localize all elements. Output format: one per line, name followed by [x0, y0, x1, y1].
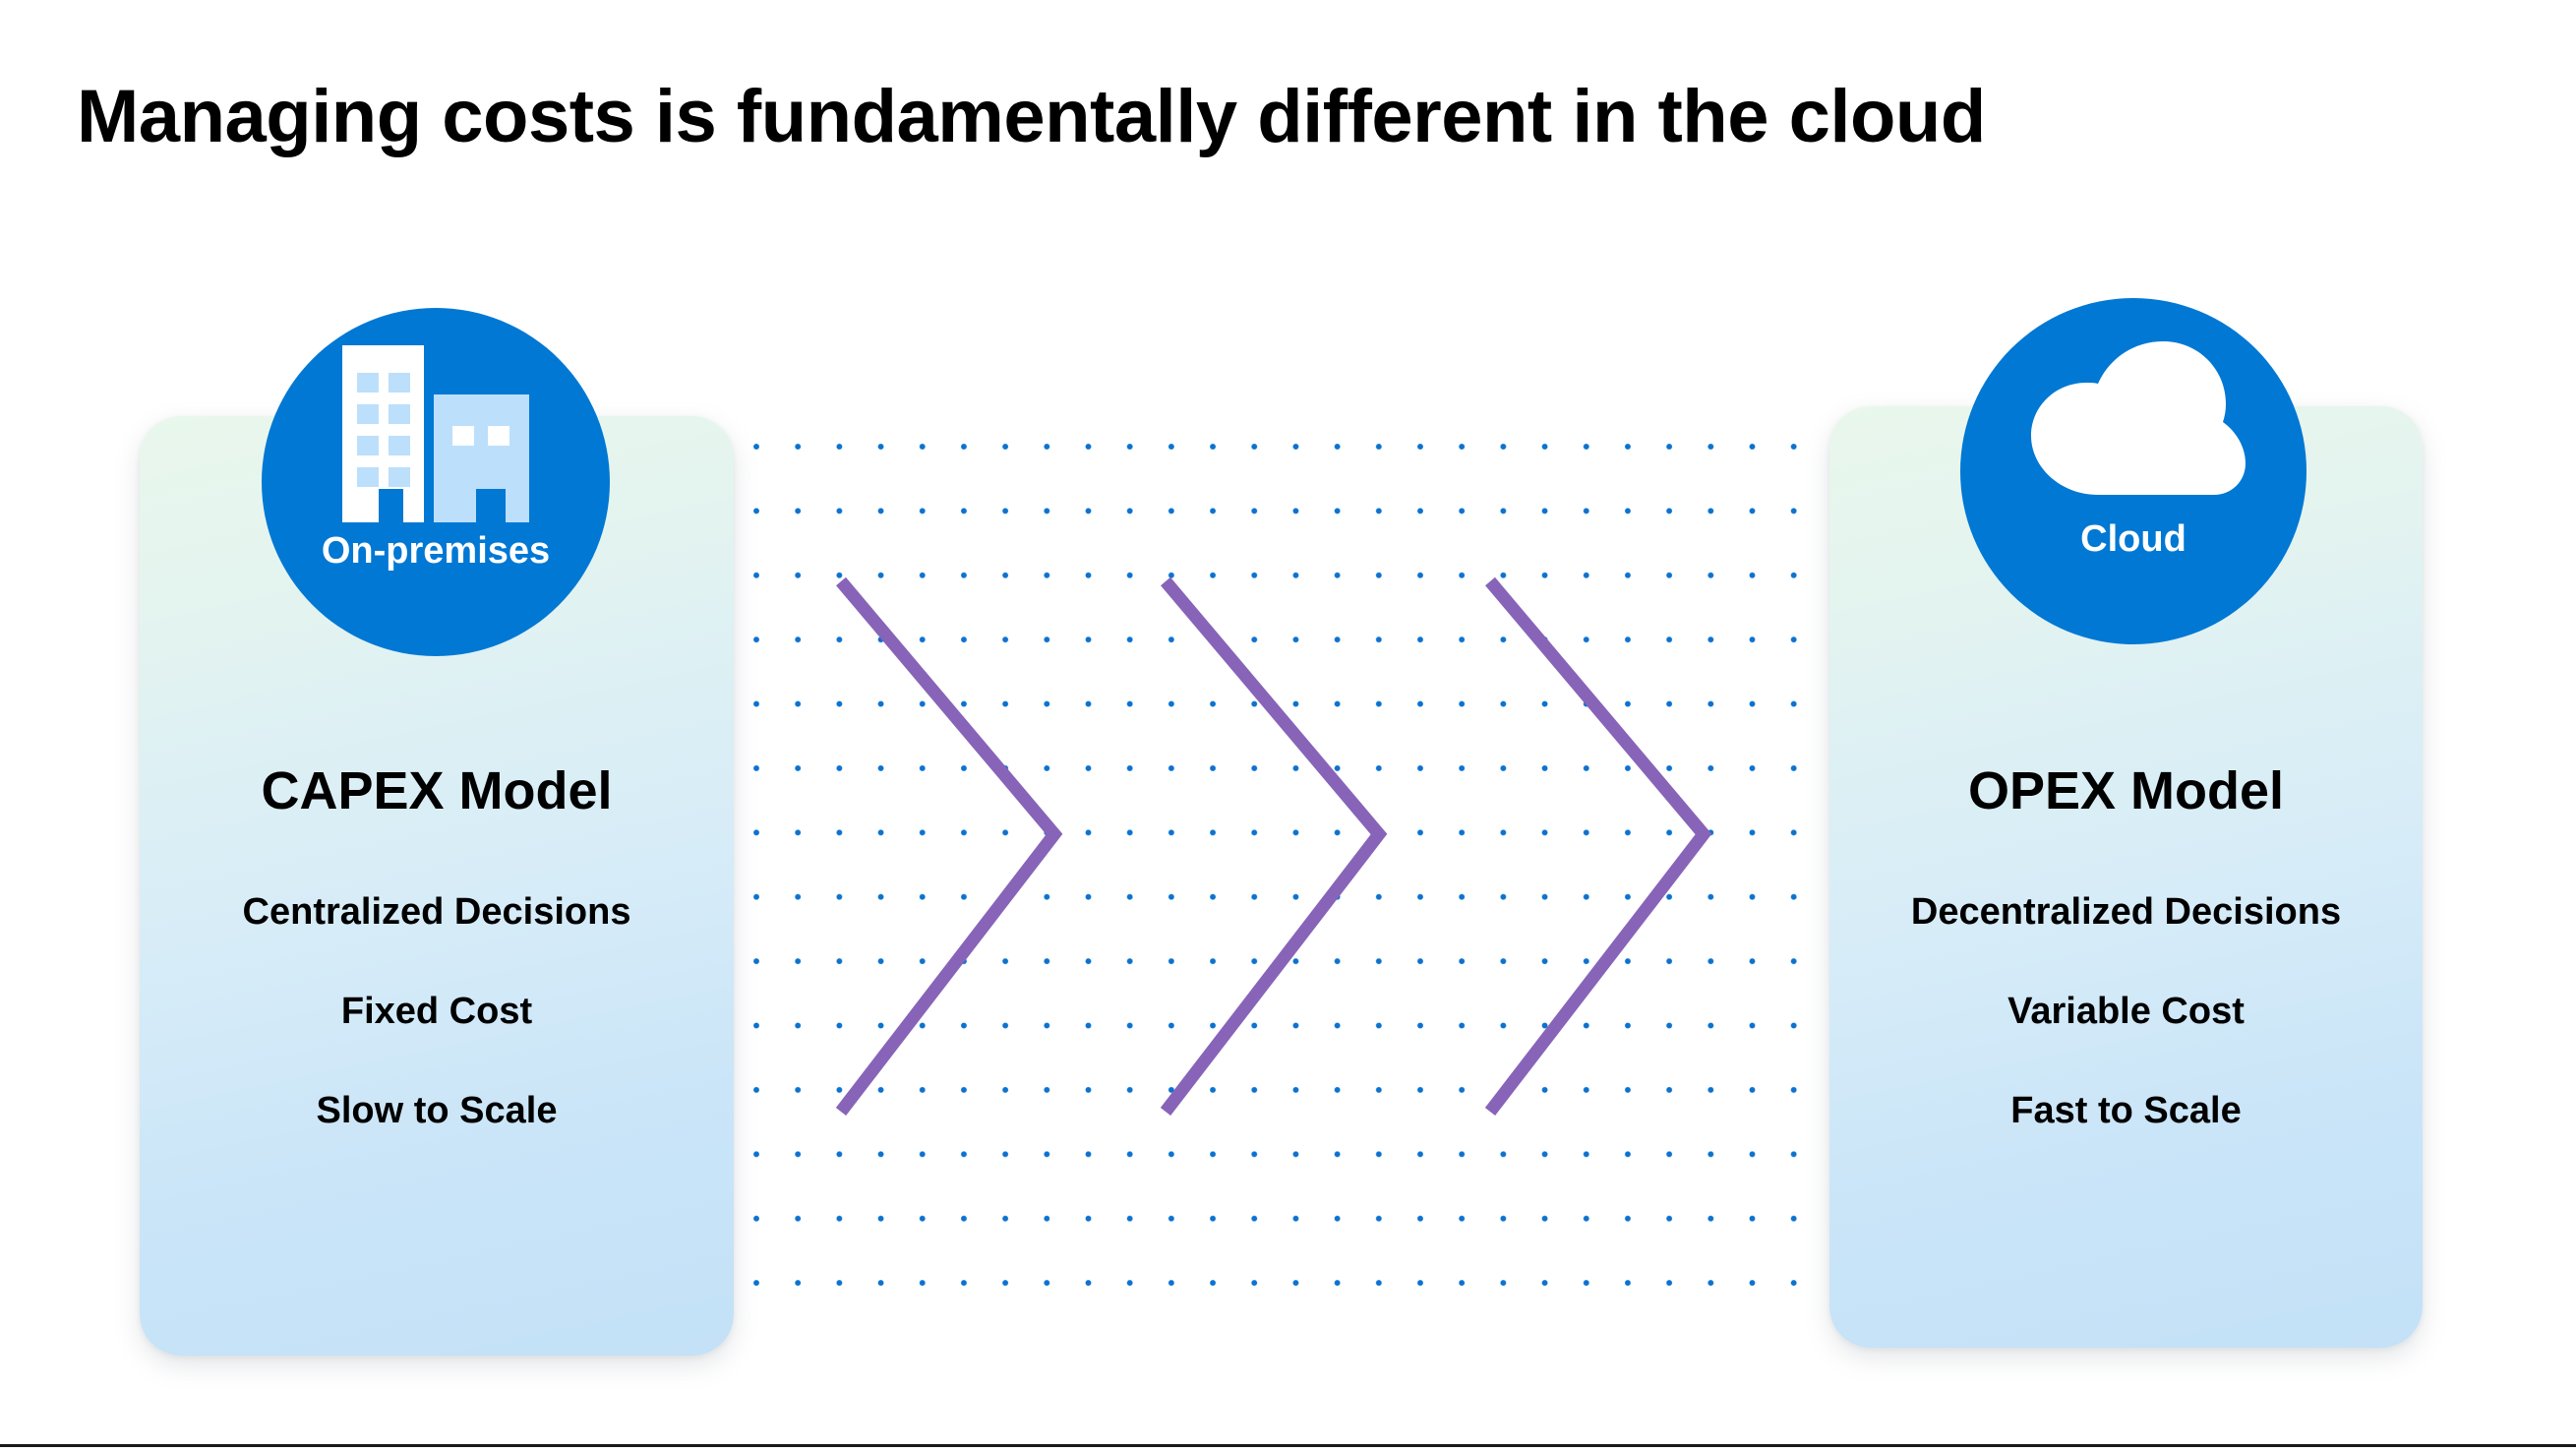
on-premises-badge-label: On-premises: [321, 530, 551, 572]
dot-grid-pattern: [753, 444, 1812, 1309]
office-building-icon: [332, 345, 539, 527]
list-item: Fast to Scale: [2010, 1090, 2242, 1131]
cloud-card[interactable]: OPEX Model Decentralized Decisions Varia…: [1829, 406, 2423, 1348]
list-item: Centralized Decisions: [242, 891, 631, 933]
bottom-divider: [0, 1444, 2576, 1447]
cloud-badge-label: Cloud: [2080, 518, 2187, 560]
list-item: Slow to Scale: [316, 1090, 558, 1131]
list-item: Fixed Cost: [340, 991, 533, 1032]
cloud-attribute-list: Decentralized Decisions Variable Cost Fa…: [1829, 893, 2423, 1191]
page-title: Managing costs is fundamentally differen…: [77, 75, 1986, 158]
on-premises-card-title: CAPEX Model: [261, 761, 613, 820]
cloud-badge[interactable]: Cloud: [1960, 298, 2306, 644]
list-item: Decentralized Decisions: [1910, 891, 2342, 933]
list-item: Variable Cost: [2007, 991, 2245, 1032]
on-premises-attribute-list: Centralized Decisions Fixed Cost Slow to…: [140, 893, 734, 1191]
cloud-icon: [2021, 339, 2246, 502]
on-premises-badge[interactable]: On-premises: [262, 308, 610, 656]
cloud-card-title: OPEX Model: [1967, 761, 2285, 820]
